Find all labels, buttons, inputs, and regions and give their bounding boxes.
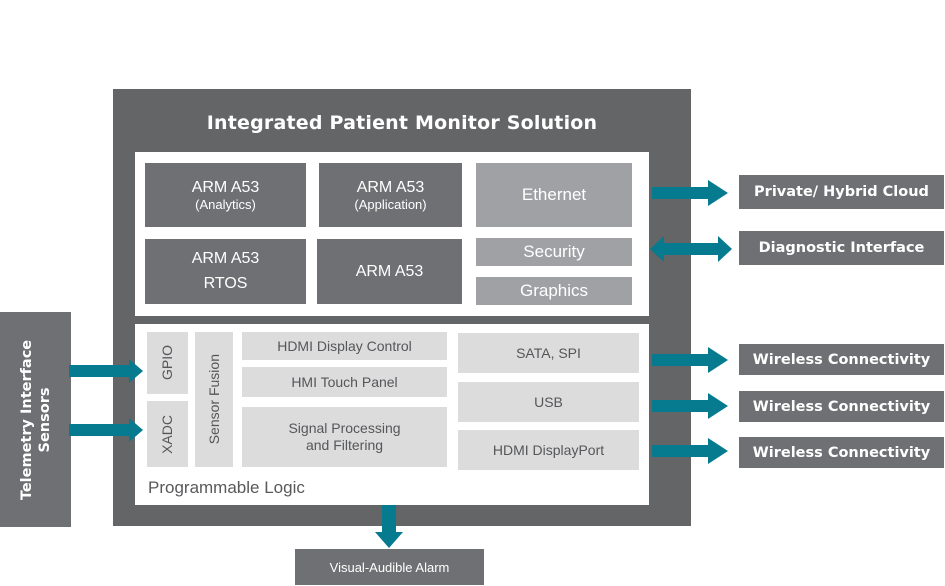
arrow-bidirectional-icon [650,236,732,262]
sensors-label-line1: Telemetry Interface [18,339,35,500]
arrow-right-icon [652,347,728,373]
block-label: Sensor Fusion [205,354,222,445]
hdmi-display-control-block: HDMI Display Control [242,332,447,360]
sata-spi-block: SATA, SPI [458,333,639,373]
arrow-right-icon [652,438,728,464]
arrow-down-icon [375,505,403,548]
block-label: Signal Processing [288,420,401,437]
arrow-right-icon [652,180,728,206]
arrow-right-icon [69,418,143,442]
private-hybrid-cloud-box: Private/ Hybrid Cloud [739,175,944,209]
block-sublabel: (Application) [354,196,427,212]
sensor-fusion-block: Sensor Fusion [195,332,233,467]
arm-a53-application-block: ARM A53 (Application) [319,163,462,227]
arrow-right-icon [69,359,143,383]
block-label: GPIO [159,345,176,381]
usb-block: USB [458,382,639,422]
visual-audible-alarm-box: Visual-Audible Alarm [295,549,484,585]
security-block: Security [476,238,632,266]
wireless-connectivity-box: Wireless Connectivity [739,391,944,422]
block-label: ARM A53 [191,178,260,196]
graphics-block: Graphics [476,277,632,305]
hmi-touch-panel-block: HMI Touch Panel [242,367,447,397]
block-label: ARM A53 [355,262,424,280]
ethernet-block: Ethernet [476,163,632,227]
programmable-logic-label: Programmable Logic [148,478,305,497]
diagram-title: Integrated Patient Monitor Solution [206,112,598,134]
arm-a53-block: ARM A53 [317,239,462,304]
gpio-block: GPIO [147,332,188,394]
diagnostic-interface-box: Diagnostic Interface [739,231,944,265]
hdmi-displayport-block: HDMI DisplayPort [458,430,639,470]
block-label: XADC [159,414,176,454]
sensors-label-line2: Sensors [36,387,53,452]
block-sublabel: RTOS [203,274,248,292]
block-label: ARM A53 [191,249,260,267]
arrow-right-icon [652,393,728,419]
arm-a53-rtos-block: ARM A53 RTOS [145,239,306,304]
block-label: ARM A53 [356,178,425,196]
block-label-line2: and Filtering [305,437,384,453]
telemetry-sensors-label: Telemetry Interface Sensors [17,339,53,499]
arm-a53-analytics-block: ARM A53 (Analytics) [145,163,306,227]
wireless-connectivity-box: Wireless Connectivity [739,437,944,468]
block-sublabel: (Analytics) [195,196,256,212]
xadc-block: XADC [147,401,188,467]
signal-processing-block: Signal Processing and Filtering [242,407,447,467]
wireless-connectivity-box: Wireless Connectivity [739,344,944,375]
telemetry-sensors-box: Telemetry Interface Sensors [0,312,71,527]
